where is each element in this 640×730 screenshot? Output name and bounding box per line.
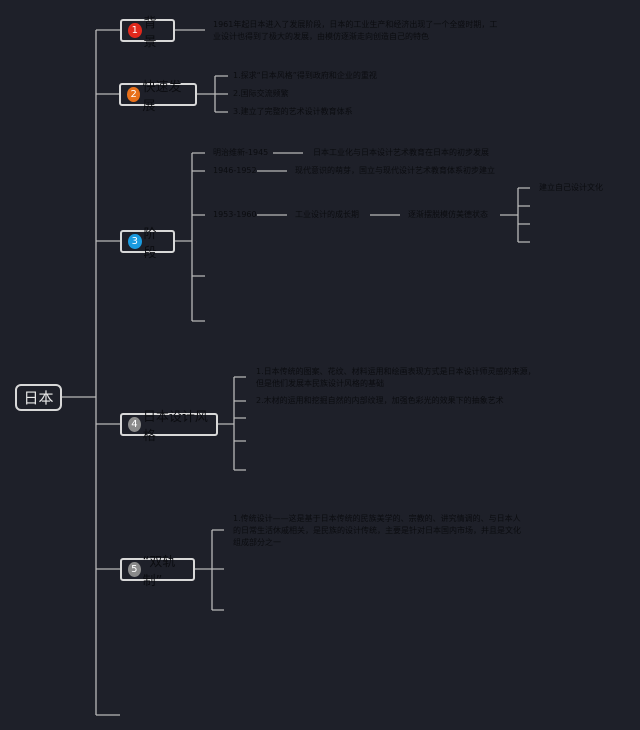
stage-period: 1946-1952 [213,166,257,175]
stage-desc: 工业设计的成长期 [295,210,359,219]
node-label: 日本设计风格 [142,409,208,444]
background-text: 1961年起日本进入了发展阶段，日本的工业生产和经济出现了一个全盛时期，工业设计… [213,20,498,41]
stage-period: 1953-1960 [213,210,257,219]
stage-period: 明治维新-1945 [213,148,269,157]
stage-desc: 日本工业化与日本设计艺术教育在日本的初步发展 [313,148,489,157]
node-dual-track[interactable]: 5“双轨制” [120,555,195,589]
style-item: 2.木材的运用和挖掘自然的内部纹理，加强色彩光的效果下的抽象艺术 [256,396,504,405]
stage-sub: 逐渐摆脱模仿美德状态 [408,210,488,219]
root-node[interactable]: 日本 [15,384,62,411]
badge-3: 3 [128,234,142,249]
style-item: 1.日本传统的图案、花纹、材料运用和绘画表现方式是日本设计师灵感的来源，但是他们… [256,367,536,388]
development-item: 2.国际交流频繁 [233,89,289,98]
node-label: “双轨制” [142,554,176,589]
badge-4: 4 [128,417,141,432]
development-item: 3.建立了完整的艺术设计教育体系 [233,107,353,116]
development-item: 1.探求“日本风格”得到政府和企业的重视 [233,71,377,80]
root-label: 日本 [23,389,54,407]
badge-1: 1 [128,23,142,38]
stage-desc: 现代意识的萌芽，国立与现代设计艺术教育体系初步建立 [295,166,495,175]
node-label: 快速发展 [142,79,182,114]
node-label: 背景 [143,15,157,50]
dual-item: 1.传统设计——这是基于日本传统的民族美学的、宗教的、讲究情调的、与日本人的日常… [233,514,521,547]
badge-2: 2 [127,87,141,102]
stage-subsub: 建立自己设计文化 [539,183,603,192]
badge-5: 5 [128,562,141,577]
node-label: 阶段 [143,226,157,261]
